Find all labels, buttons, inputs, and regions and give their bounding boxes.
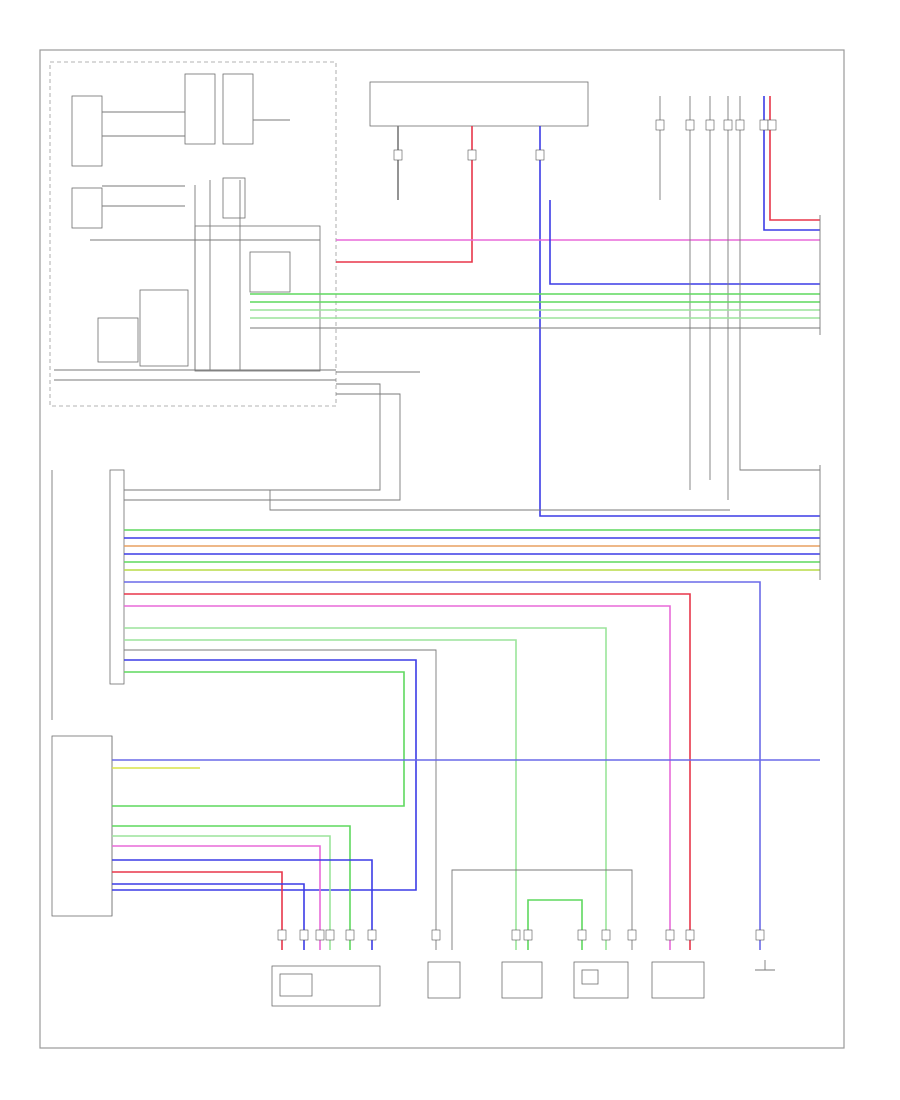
wire-ll-blue-3 xyxy=(112,883,305,950)
switch-1 xyxy=(427,961,461,999)
fuse-block xyxy=(369,81,589,127)
wire-ll-red xyxy=(112,871,283,950)
wire-ll-green-1 xyxy=(112,825,351,950)
internal-box-9 xyxy=(97,317,139,363)
connector-pins xyxy=(277,119,777,941)
wire-blue-2 xyxy=(549,200,820,285)
diagram-frame xyxy=(39,49,845,1049)
switch-2 xyxy=(501,961,543,999)
wire-ecm-lightgreen xyxy=(124,627,607,950)
wire-fuse-right-blue xyxy=(539,126,820,517)
internal-box-8 xyxy=(139,289,189,367)
wire-ecm-green-3 xyxy=(124,639,517,950)
wire-ecm-blue-4 xyxy=(112,659,417,891)
wire-ecm-pink xyxy=(124,605,671,950)
internal-box-7 xyxy=(249,251,291,293)
sensor-1-inner xyxy=(581,969,599,985)
lower-left-module xyxy=(51,735,113,917)
internal-box-3 xyxy=(184,73,216,145)
wire-ecm-red xyxy=(124,593,691,950)
control-module-box xyxy=(49,61,337,407)
wire-ll-green-2 xyxy=(112,835,331,950)
wire-ll-pink xyxy=(112,845,321,950)
wire-fuse-mid-red xyxy=(336,126,473,263)
internal-box-1 xyxy=(71,95,103,167)
bottom-module-inner xyxy=(279,973,313,997)
wire-ecm-green-4 xyxy=(112,671,405,807)
wire-ecm-blue-3 xyxy=(124,581,761,950)
ecm-block xyxy=(109,469,125,685)
bottom-module xyxy=(271,965,381,1007)
wire-right-red xyxy=(769,96,820,221)
internal-box-5 xyxy=(222,177,246,219)
internal-box-2 xyxy=(71,187,103,229)
internal-box-4 xyxy=(222,73,254,145)
wires xyxy=(112,96,820,950)
wire-ll-blue-2 xyxy=(112,859,373,950)
control-module-internals xyxy=(54,73,336,381)
sensor-2 xyxy=(651,961,705,999)
internal-box-6 xyxy=(194,225,321,372)
wire-sensor-green xyxy=(527,899,583,950)
sensor-1 xyxy=(573,961,629,999)
wire-right-blue xyxy=(763,96,820,231)
